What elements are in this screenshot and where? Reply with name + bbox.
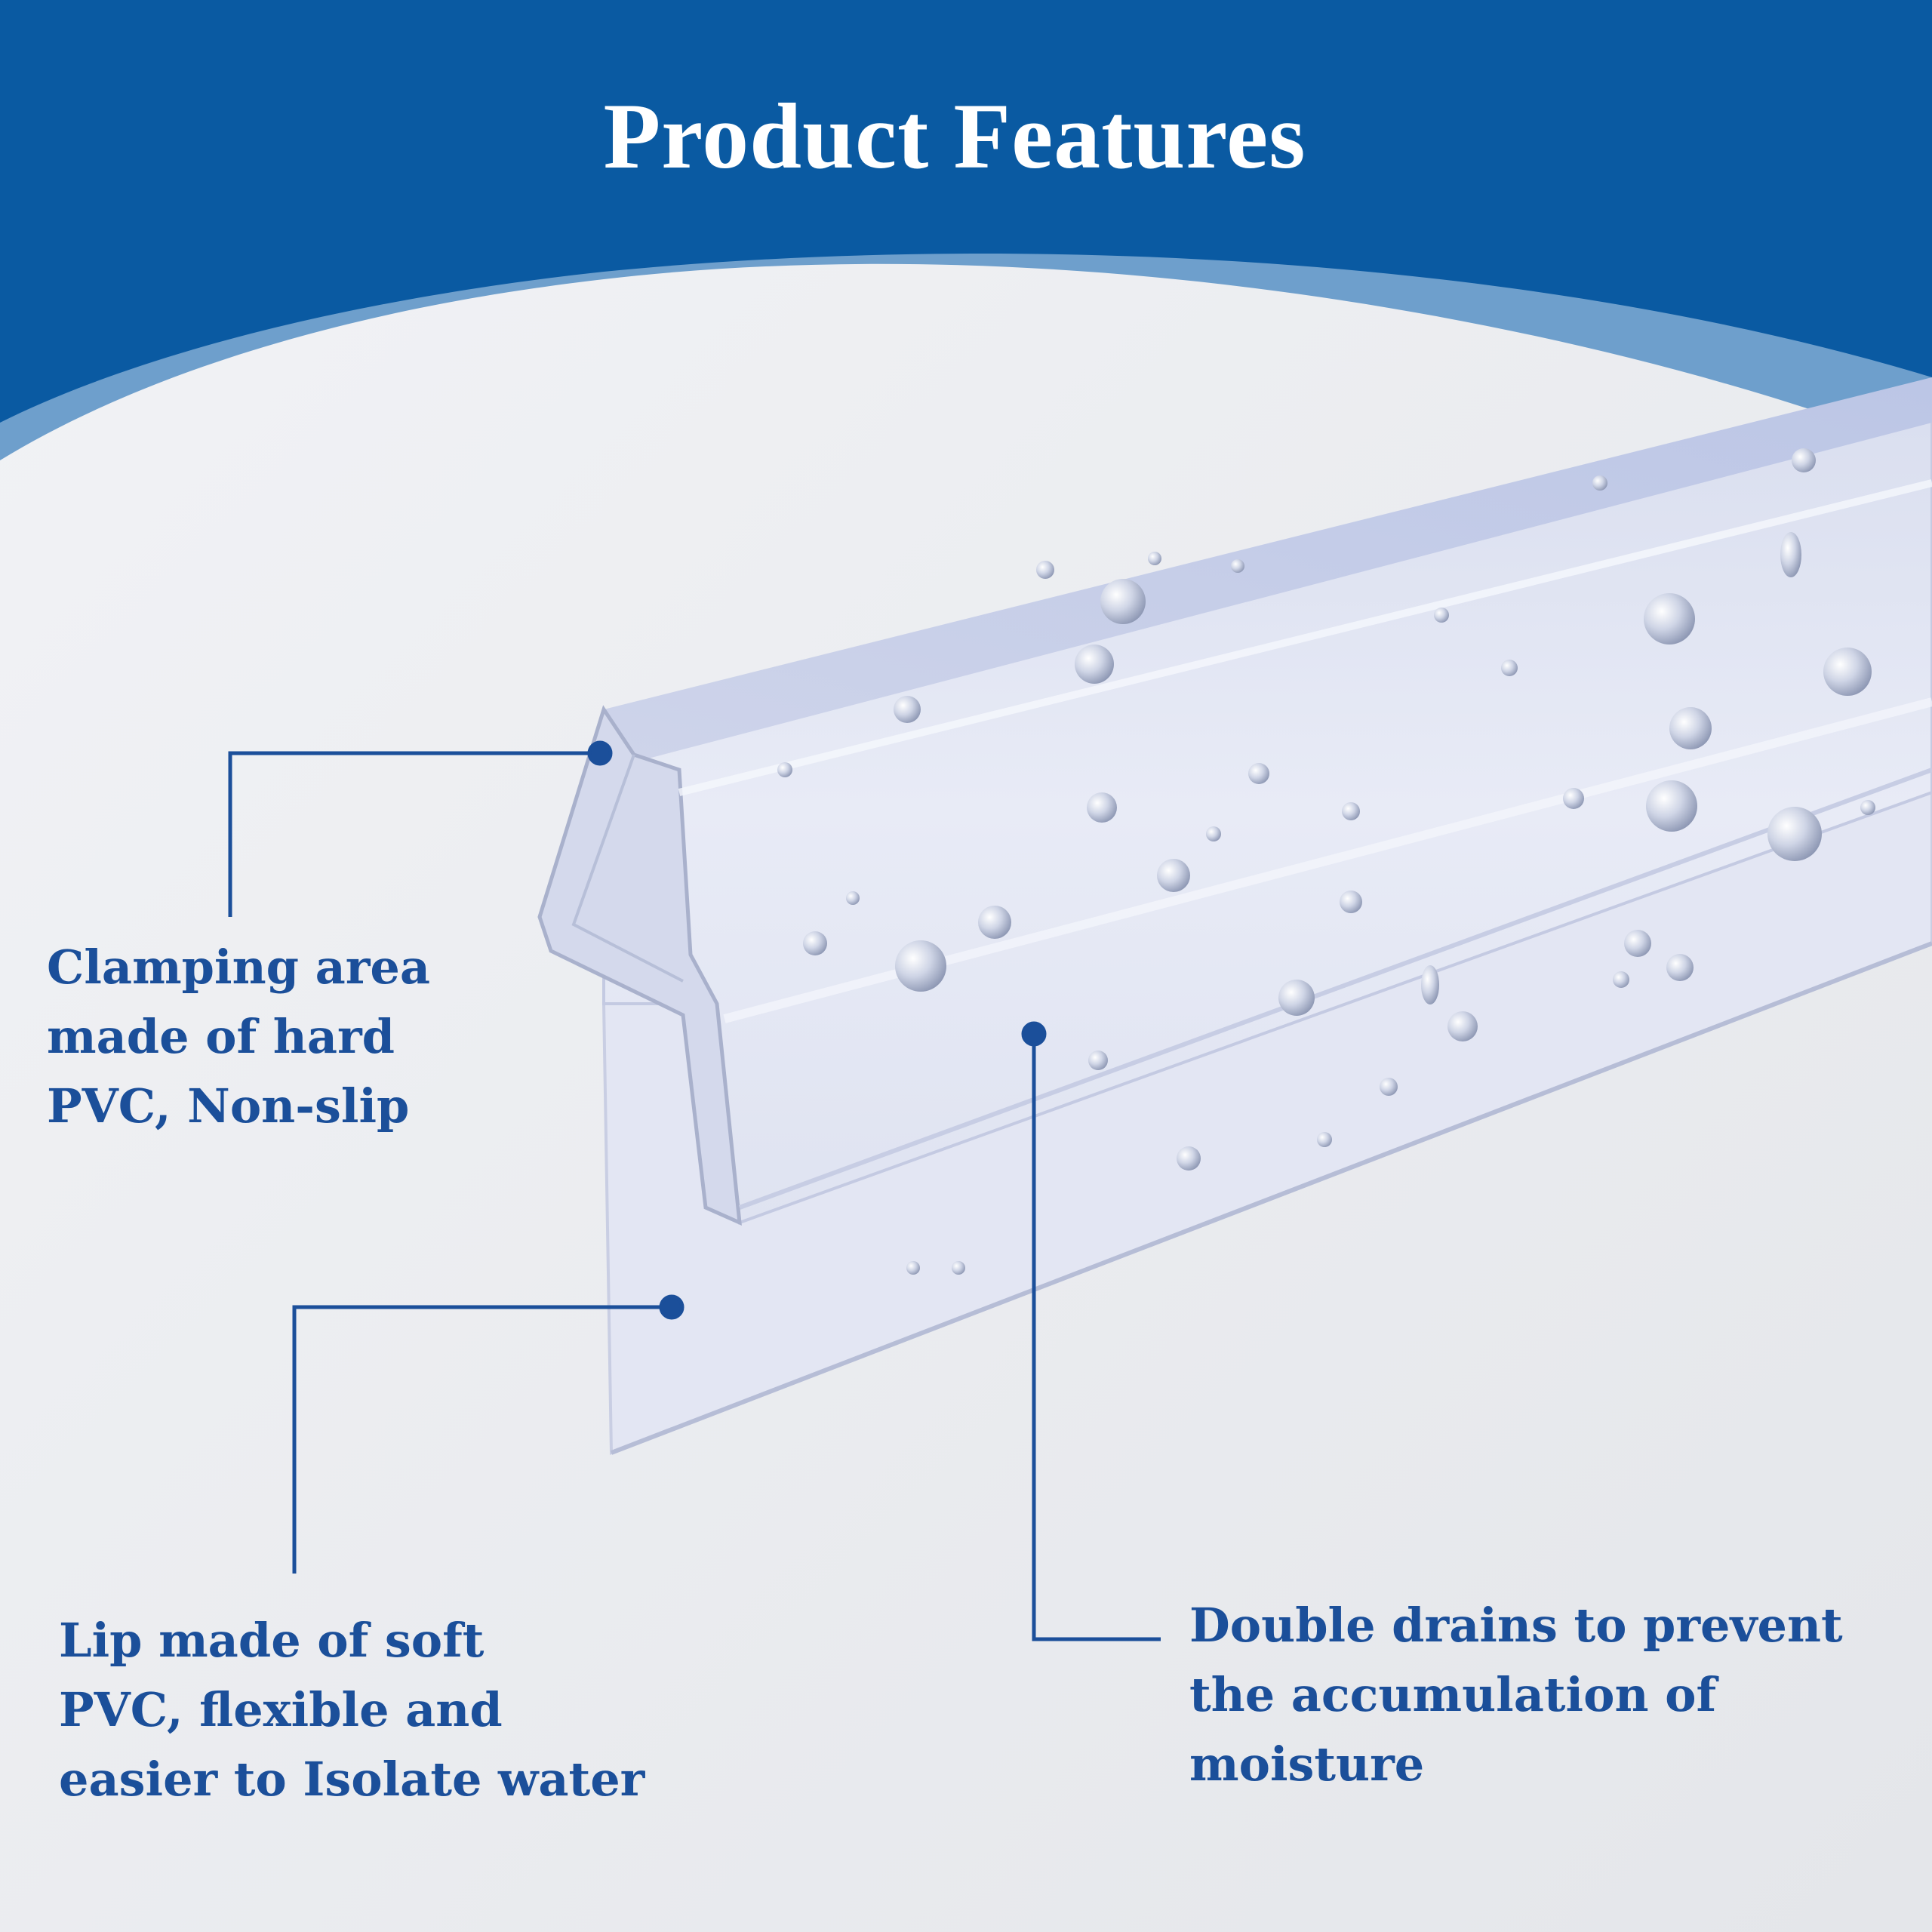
droplet [894, 696, 921, 723]
droplet [1563, 788, 1584, 809]
banner [0, 0, 1932, 423]
droplet [777, 762, 792, 777]
droplet [1644, 593, 1695, 645]
droplet [803, 931, 827, 955]
droplet [1669, 707, 1712, 749]
strip-top [604, 377, 1932, 762]
droplet [1613, 971, 1629, 988]
callout-line: PVC, Non-slip [47, 1078, 410, 1134]
callout-lip: Lip made of soft PVC, flexible and easie… [59, 1606, 645, 1814]
droplet [1278, 980, 1315, 1016]
callout-clamping-area: Clamping area made of hard PVC, Non-slip [47, 933, 430, 1141]
droplet [1036, 561, 1054, 579]
droplet [1501, 660, 1518, 676]
callout-line: moisture [1189, 1737, 1425, 1792]
droplet [1148, 552, 1161, 565]
callout-line: the accumulation of [1189, 1667, 1717, 1722]
droplet [1087, 792, 1117, 823]
droplet [1100, 579, 1146, 624]
droplet [1248, 763, 1269, 784]
droplet [1088, 1051, 1108, 1070]
droplet [978, 906, 1011, 939]
droplet [906, 1261, 920, 1275]
callout-line: Double drains to prevent [1189, 1598, 1843, 1653]
leader-clamping [228, 740, 613, 917]
droplet [1780, 532, 1801, 577]
strip-ridge [678, 479, 1932, 796]
droplet [846, 891, 860, 905]
droplet [1342, 802, 1360, 820]
droplet [1624, 930, 1651, 957]
droplet [1177, 1146, 1201, 1171]
droplet [1206, 826, 1221, 841]
droplet [1421, 965, 1439, 1004]
strip-ridge [738, 768, 1932, 1210]
droplet [1592, 475, 1607, 491]
droplet [1666, 954, 1694, 981]
droplet [1075, 645, 1114, 684]
droplet [1434, 608, 1449, 623]
callout-line: made of hard [47, 1009, 395, 1064]
droplet [1823, 648, 1872, 696]
droplet [1317, 1132, 1332, 1147]
droplet [1792, 448, 1816, 472]
strip-lip-edge [610, 941, 1932, 1455]
callout-line: PVC, flexible and [59, 1682, 503, 1737]
callout-double-drains: Double drains to prevent the accumulatio… [1189, 1591, 1843, 1799]
callout-line: Lip made of soft [59, 1613, 485, 1668]
water-droplets [777, 448, 1875, 1275]
droplet [895, 940, 946, 992]
leader-lip [292, 1294, 685, 1574]
droplet [1860, 800, 1875, 815]
droplet [952, 1261, 965, 1275]
droplet [1157, 859, 1190, 892]
droplet [1380, 1078, 1398, 1096]
leader-drains [1021, 1021, 1161, 1641]
droplet [1646, 780, 1697, 832]
droplet [1767, 807, 1822, 861]
droplet [1231, 559, 1244, 573]
droplet [1340, 891, 1362, 913]
droplet [1447, 1011, 1478, 1041]
callout-line: Clamping area [47, 940, 431, 995]
strip-profile [537, 705, 742, 1226]
callout-line: easier to Isolate water [59, 1752, 645, 1807]
page-title: Product Features [603, 85, 1306, 188]
strip-profile-inner [571, 754, 684, 983]
